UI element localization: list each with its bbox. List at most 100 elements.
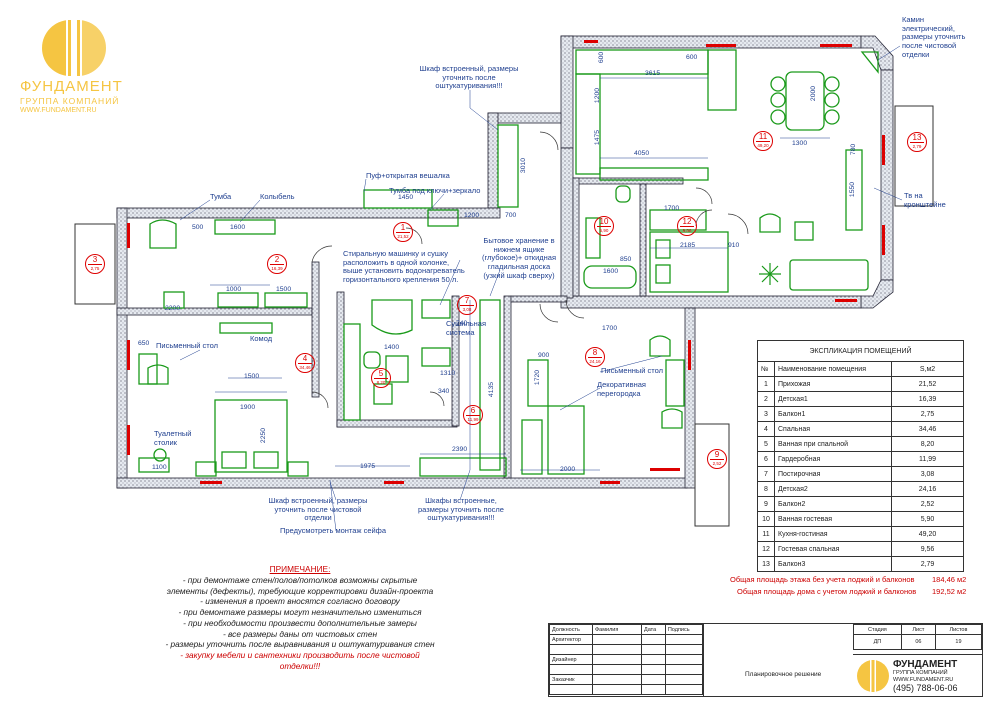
stage-table: Стадия Лист Листов ДП 06 19 bbox=[853, 624, 983, 650]
legend-name: Балкон2 bbox=[774, 496, 892, 512]
dim-label: 4050 bbox=[634, 150, 650, 157]
dim-label: 2000 bbox=[560, 466, 576, 473]
signature-row bbox=[549, 684, 704, 695]
dim-label: 1000 bbox=[226, 286, 242, 293]
dim-label: 2200 bbox=[165, 305, 181, 312]
logo-group-small: ГРУППА КОМПАНИЙ bbox=[893, 670, 948, 676]
remarks-header: ПРИМЕЧАНИЕ: bbox=[269, 564, 331, 574]
remarks-block: ПРИМЕЧАНИЕ: - при демонтаже стен/полов/п… bbox=[165, 564, 435, 672]
signature-row: Заказчик bbox=[549, 674, 704, 685]
legend-area: 16,39 bbox=[891, 391, 964, 407]
room-legend-table: ЭКСПЛИКАЦИЯ ПОМЕЩЕНИЙ № Наименование пом… bbox=[757, 340, 964, 572]
company-logo: ФУНДАМЕНТ ГРУППА КОМПАНИЙ WWW.FUNDAMENT.… bbox=[20, 14, 135, 114]
legend-name: Балкон1 bbox=[774, 406, 892, 422]
room-marker-number: 11 bbox=[756, 132, 770, 142]
legend-col-area: S,м2 bbox=[891, 361, 964, 377]
legend-area: 8,20 bbox=[891, 436, 964, 452]
dim-label: 1900 bbox=[240, 404, 256, 411]
note-tv: Тв на кронштейне bbox=[904, 191, 946, 209]
legend-name: Гостевая спальная bbox=[774, 541, 892, 557]
logo-url: WWW.FUNDAMENT.RU bbox=[20, 107, 97, 114]
dim-label: 600 bbox=[686, 54, 698, 61]
legend-no: 7 bbox=[757, 466, 775, 482]
remark-lines: - при демонтаже стен/полов/потолков возм… bbox=[165, 575, 435, 672]
sig-h-doljnost: Должность bbox=[549, 624, 593, 635]
dim-label: 700 bbox=[505, 212, 517, 219]
legend-name: Детская1 bbox=[774, 391, 892, 407]
dimension-lines bbox=[210, 77, 830, 471]
note-tumba: Тумба bbox=[210, 192, 232, 201]
note-wardrobes: Шкафы встроенные, размеры уточнить после… bbox=[418, 496, 504, 523]
room-marker-number: 3 bbox=[88, 255, 102, 265]
logo-company-small: ФУНДАМЕНТ bbox=[893, 659, 958, 670]
legend-title-row: ЭКСПЛИКАЦИЯ ПОМЕЩЕНИЙ bbox=[757, 340, 964, 362]
stage-h: Стадия bbox=[853, 624, 902, 635]
sig-architect: Архитектор bbox=[549, 634, 593, 645]
dim-label: 1600 bbox=[603, 268, 619, 275]
room-marker-area: 16,39 bbox=[271, 266, 283, 271]
legend-name: Балкон3 bbox=[774, 556, 892, 572]
legend-area: 2,75 bbox=[891, 406, 964, 422]
remark-line: - при демонтаже стен/полов/потолков возм… bbox=[182, 574, 418, 585]
dim-label: 910 bbox=[728, 242, 740, 249]
legend-title: ЭКСПЛИКАЦИЯ ПОМЕЩЕНИЙ bbox=[757, 340, 964, 362]
title-block: Должность Фамилия Дата Подпись Архитекто… bbox=[548, 623, 983, 697]
note-wardrobe-bottom: Шкаф встроенный, размеры уточнить после … bbox=[268, 496, 368, 523]
sig-designer: Дизайнер bbox=[549, 654, 593, 665]
dim-label: 1310 bbox=[440, 370, 456, 377]
sheet-h: Лист bbox=[900, 624, 936, 635]
stage-value-row: ДП 06 19 bbox=[853, 634, 983, 650]
dim-label: 1200 bbox=[464, 212, 480, 219]
room-marker-number: 8 bbox=[588, 348, 602, 358]
dim-label: 1975 bbox=[360, 463, 376, 470]
legend-area: 24,16 bbox=[891, 481, 964, 497]
dim-label: 1300 bbox=[792, 140, 808, 147]
note-partition: Декоративная перегородка bbox=[597, 380, 646, 398]
dim-label: 3615 bbox=[645, 70, 661, 77]
legend-no: 5 bbox=[757, 436, 775, 452]
legend-area: 49,20 bbox=[891, 526, 964, 542]
legend-col-no: № bbox=[757, 361, 775, 377]
legend-no: 3 bbox=[757, 406, 775, 422]
legend-area: 34,46 bbox=[891, 421, 964, 437]
legend-name: Спальная bbox=[774, 421, 892, 437]
note-desk1: Письменный стол bbox=[156, 341, 218, 350]
room-marker-area: 5,90 bbox=[599, 228, 609, 233]
note-washer: Стиральную машинку и сушку расположить в… bbox=[343, 249, 465, 284]
dim-label: 1400 bbox=[384, 344, 400, 351]
room-marker-area: 24,16 bbox=[589, 359, 601, 364]
logo-mark-icon bbox=[42, 20, 106, 76]
total-with-value: 192,52 м2 bbox=[932, 587, 967, 596]
logo-company: ФУНДАМЕНТ bbox=[20, 78, 123, 95]
room-marker-area: 11,99 bbox=[467, 417, 479, 422]
room-marker-number: 5 bbox=[374, 369, 388, 379]
legend-area: 2,79 bbox=[891, 556, 964, 572]
dim-label: 1500 bbox=[244, 373, 260, 380]
dim-label: 340 bbox=[438, 388, 450, 395]
dim-label: 650 bbox=[138, 340, 150, 347]
note-desk2: Письменный стол bbox=[601, 366, 663, 375]
legend-no: 1 bbox=[757, 376, 775, 392]
room-marker-area: 2,79 bbox=[912, 144, 922, 149]
signature-row bbox=[549, 644, 704, 655]
legend-no: 11 bbox=[757, 526, 775, 542]
sig-customer: Заказчик bbox=[549, 674, 593, 685]
note-fireplace: Камин электрический, размеры уточнить по… bbox=[902, 15, 966, 59]
room-marker-area: 9,56 bbox=[682, 228, 692, 233]
note-pouf: Пуф+открытая вешалка bbox=[366, 171, 450, 180]
remark-line: - закупку мебели и сантехники производит… bbox=[180, 650, 420, 661]
sig-h-data: Дата bbox=[641, 624, 666, 635]
